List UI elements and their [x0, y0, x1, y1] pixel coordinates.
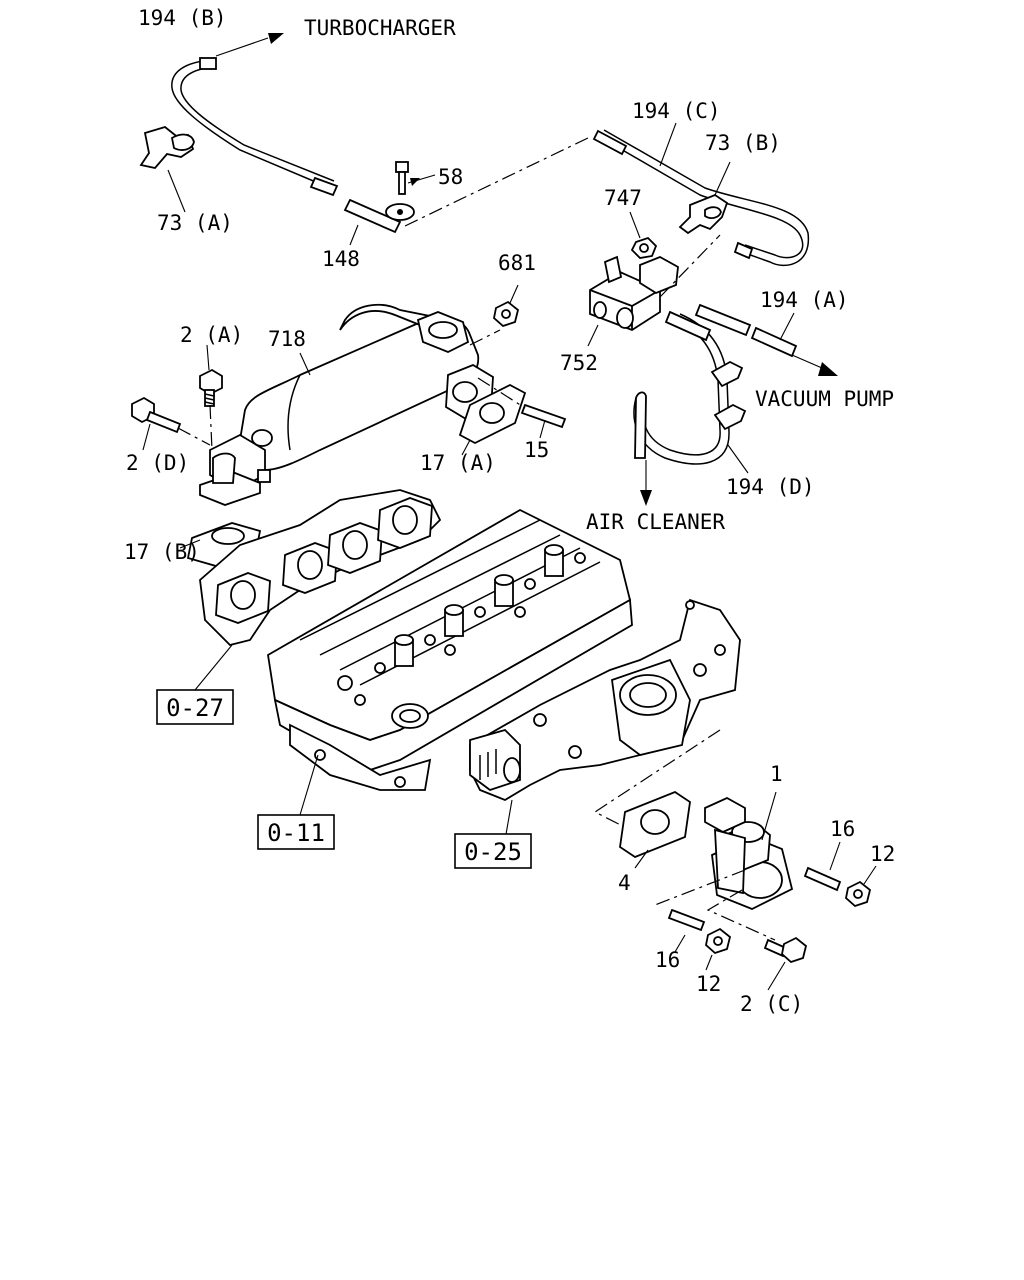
pipe-148 [343, 198, 415, 246]
exhaust-manifold [194, 489, 442, 691]
nut-681 [493, 284, 520, 328]
svg-text:0-25: 0-25 [464, 838, 522, 866]
hose-194d [633, 310, 749, 474]
svg-text:0-11: 0-11 [267, 819, 325, 847]
label-681: 681 [498, 251, 536, 275]
gasket-stud-route [477, 377, 526, 409]
gasket-17a [458, 383, 527, 456]
gasket-4 [619, 790, 691, 869]
ref-box-027[interactable]: 0-27 [156, 689, 234, 725]
egr-valve-bolt-route [706, 889, 776, 941]
label-2c: 2 (C) [740, 992, 803, 1016]
hose-194c-route [404, 136, 591, 227]
label-2a: 2 (A) [180, 323, 243, 347]
hose-194a [694, 303, 798, 358]
stud-15 [520, 403, 567, 439]
label-58: 58 [438, 165, 463, 189]
egr-cooler-718 [199, 303, 494, 506]
label-12-left: 12 [696, 972, 721, 996]
hose-194b [171, 57, 339, 197]
label-16-right: 16 [830, 817, 855, 841]
label-194a: 194 (A) [760, 288, 849, 312]
clip-73b [678, 161, 731, 235]
bolt-2a [199, 344, 223, 407]
label-194d: 194 (D) [726, 475, 815, 499]
label-2d: 2 (D) [126, 451, 189, 475]
label-17a: 17 (A) [420, 451, 496, 475]
stud-16-right [803, 841, 842, 892]
label-air-cleaner: AIR CLEANER [586, 510, 725, 534]
turbocharger-arrow [215, 33, 284, 57]
label-vacuum-pump: VACUUM PUMP [755, 387, 894, 411]
stud-16-left [667, 908, 706, 953]
nut-12-left [705, 927, 732, 971]
svg-text:0-27: 0-27 [166, 694, 224, 722]
bolt-2d [131, 396, 182, 451]
label-752: 752 [560, 351, 598, 375]
label-718: 718 [268, 327, 306, 351]
cooler-681-route [469, 329, 501, 346]
bolt-2c [763, 936, 808, 991]
label-4: 4 [618, 871, 631, 895]
label-16-left: 16 [655, 948, 680, 972]
valve-752 [587, 255, 679, 347]
egr-valve-1 [704, 791, 794, 910]
label-148: 148 [322, 247, 360, 271]
label-17b: 17 (B) [124, 540, 200, 564]
label-73a: 73 (A) [157, 211, 233, 235]
label-12-right: 12 [870, 842, 895, 866]
vacuum-pump-arrow [791, 354, 838, 376]
bolt-58 [395, 161, 436, 195]
nut-747 [629, 211, 658, 259]
label-194b: 194 (B) [138, 6, 227, 30]
ref-box-025[interactable]: 0-25 [454, 833, 532, 869]
label-1: 1 [770, 762, 783, 786]
egr-valve-stud-route [654, 869, 746, 906]
intake-manifold [469, 598, 741, 841]
label-73b: 73 (B) [705, 131, 781, 155]
clip-73a [139, 126, 195, 213]
nut-12-right [845, 865, 877, 908]
label-15: 15 [524, 438, 549, 462]
label-747: 747 [604, 186, 642, 210]
air-cleaner-arrow [640, 460, 652, 506]
label-turbocharger: TURBOCHARGER [304, 16, 456, 40]
cylinder-head [267, 508, 633, 816]
bolt-2d-route [177, 427, 211, 446]
bolt-2a-route [209, 404, 213, 451]
label-194c: 194 (C) [632, 99, 721, 123]
ref-box-011[interactable]: 0-11 [257, 814, 335, 850]
